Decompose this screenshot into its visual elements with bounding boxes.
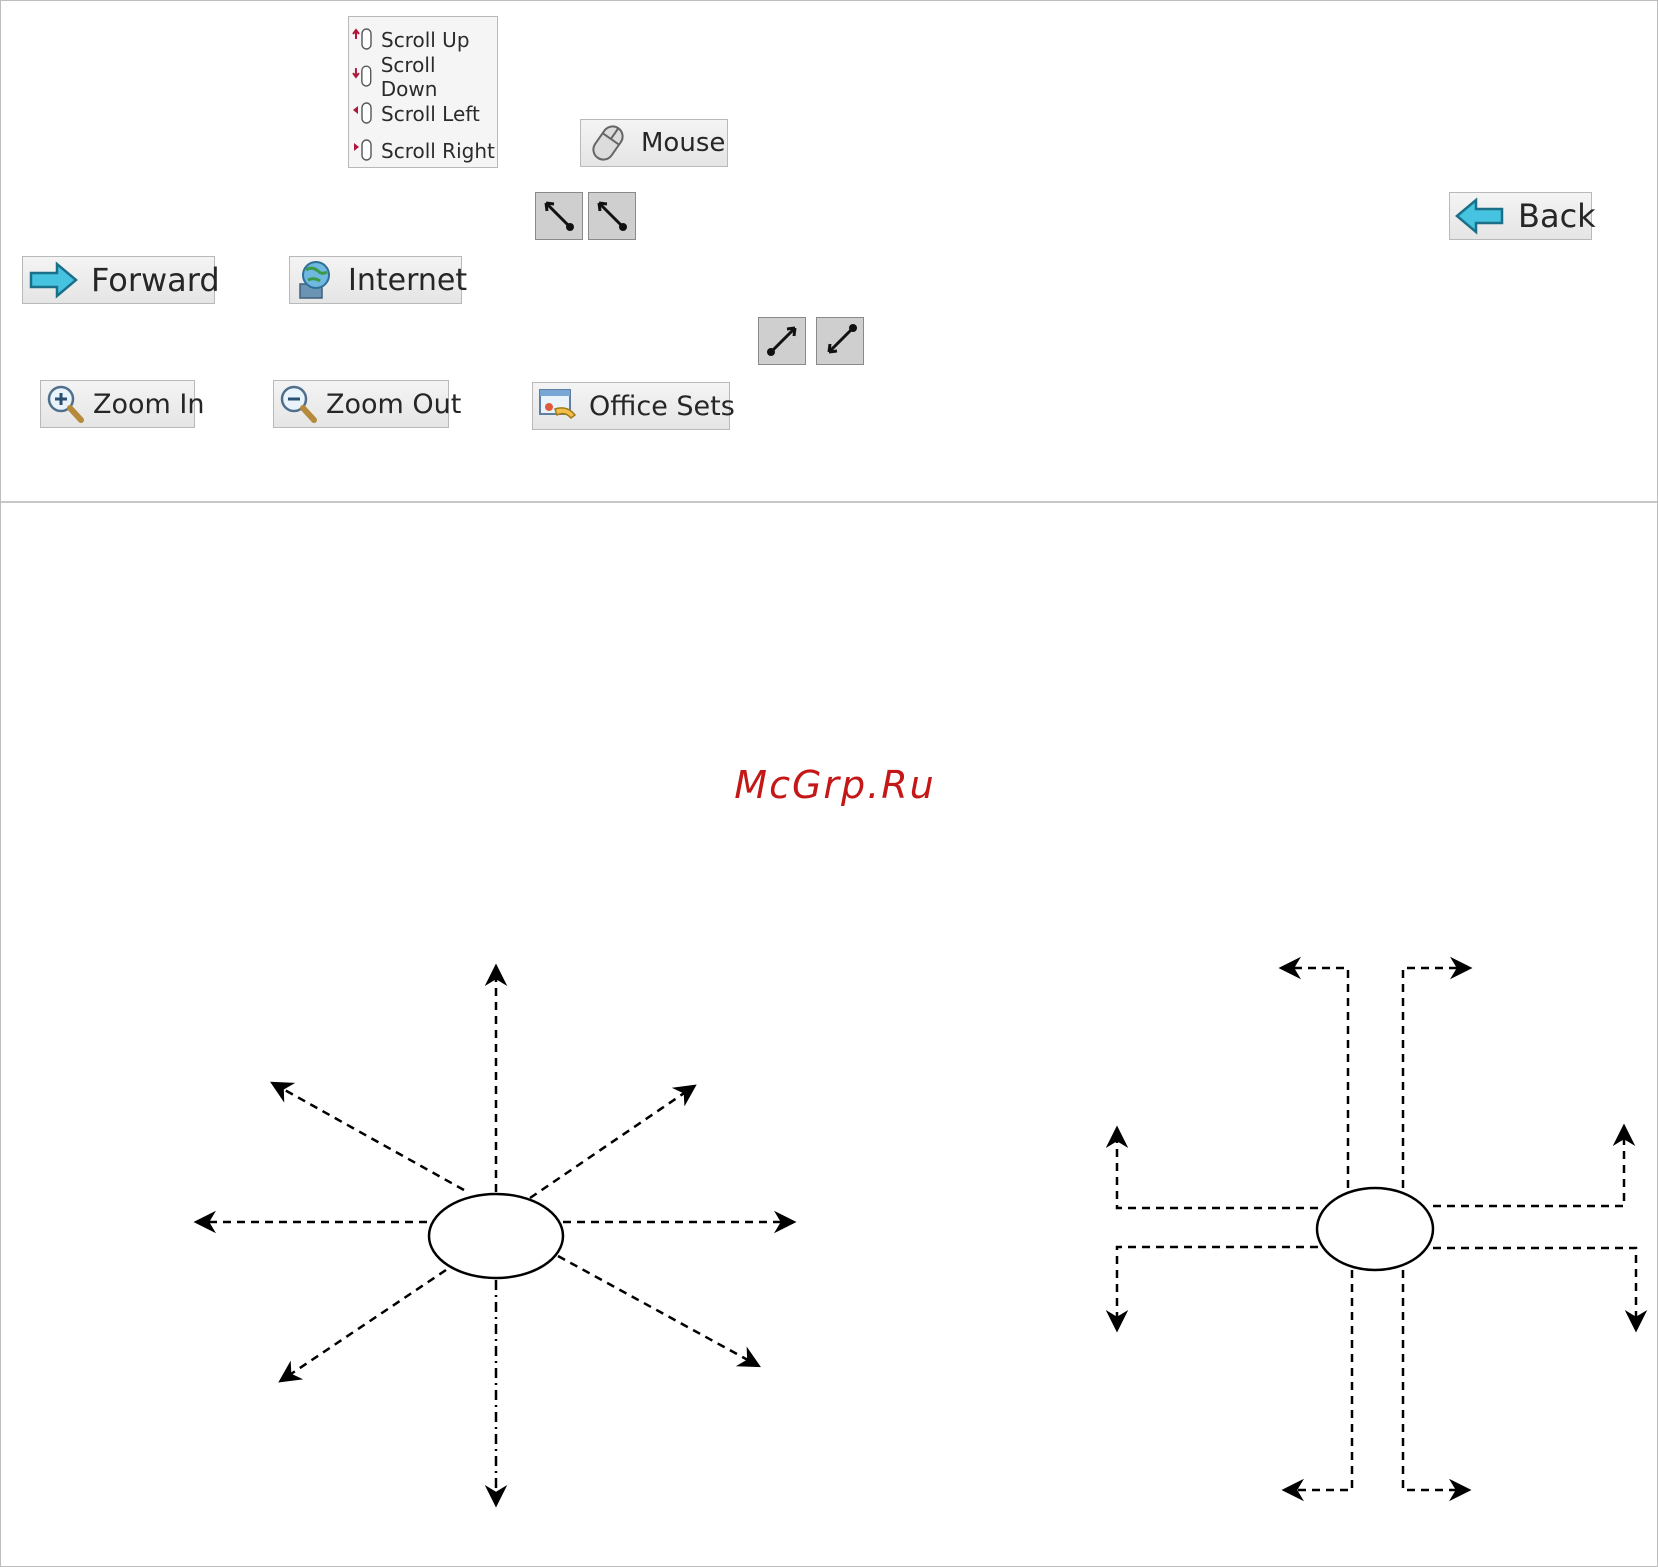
arrow-up-then-left bbox=[1283, 968, 1348, 1188]
arrow-left-then-down bbox=[1117, 1247, 1318, 1328]
arrow-right-then-up bbox=[1433, 1128, 1624, 1206]
center-point-left bbox=[429, 1194, 563, 1278]
arrow-down-then-right bbox=[1403, 1270, 1467, 1490]
arrow-up-right bbox=[530, 1087, 693, 1198]
arrow-down-then-left bbox=[1286, 1270, 1352, 1490]
arrow-right-then-down bbox=[1433, 1248, 1636, 1328]
arrow-up-left bbox=[274, 1084, 464, 1190]
arrow-down-right bbox=[558, 1256, 757, 1365]
right-angle-diagram bbox=[1117, 968, 1636, 1490]
arrow-down-left bbox=[282, 1270, 446, 1380]
arrow-left-then-up bbox=[1117, 1130, 1318, 1208]
arrow-up-then-right bbox=[1403, 968, 1468, 1188]
center-point-right bbox=[1317, 1188, 1433, 1270]
eight-direction-diagram bbox=[198, 968, 792, 1503]
